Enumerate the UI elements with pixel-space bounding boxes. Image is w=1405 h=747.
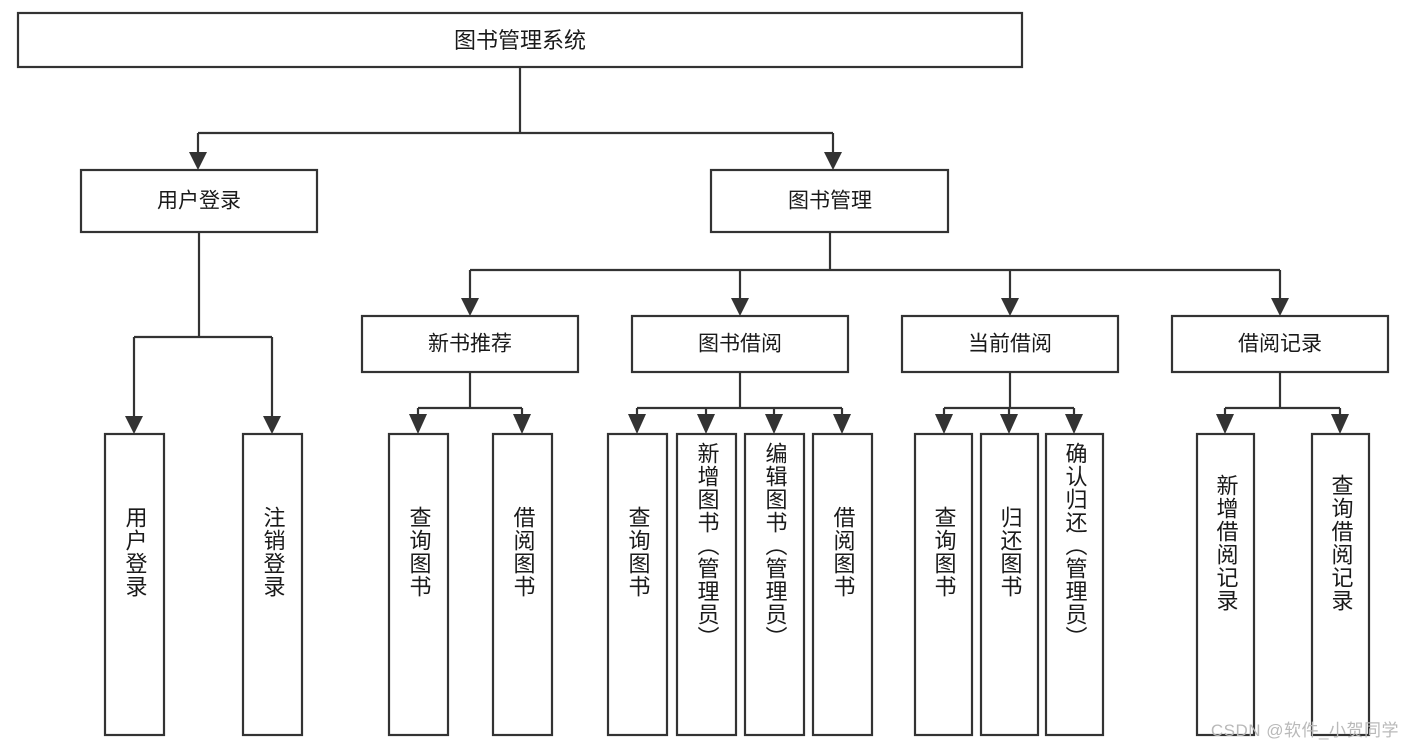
- leaf-bb-3-box: [811, 432, 874, 737]
- arrowhead-user-login: [189, 152, 207, 170]
- leaf-cb-1-box: [979, 432, 1040, 737]
- node-root[interactable]: 图书管理系统: [16, 11, 1024, 69]
- leaf-book-borrow-0[interactable]: [606, 432, 669, 737]
- node-new-book-recommend-label: 新书推荐: [428, 333, 512, 356]
- node-borrow-record-label: 借阅记录: [1238, 333, 1322, 356]
- leaf-book-borrow-1[interactable]: [675, 432, 738, 737]
- leaf-br-1-box: [1310, 432, 1371, 737]
- leaf-user-login-0-box: [103, 432, 166, 737]
- node-borrow-record-box: [1170, 314, 1390, 374]
- leaf-nbr-0-box: [387, 432, 450, 737]
- arrowhead-l3-3: [1271, 298, 1289, 316]
- node-book-manage-box: [709, 168, 950, 234]
- arrowhead-nbr-leaf-1: [513, 414, 531, 434]
- node-root-box: [16, 11, 1024, 69]
- arrowhead-l3-1: [731, 298, 749, 316]
- leaf-bb-1-box: [675, 432, 738, 737]
- node-book-borrow-box: [630, 314, 850, 374]
- leaf-user-login-1-box: [241, 432, 304, 737]
- leaf-nbr-1-box: [491, 432, 554, 737]
- leaf-current-borrow-2[interactable]: [1044, 432, 1105, 737]
- arrowhead-cb-leaf-0: [935, 414, 953, 434]
- arrowhead-br-leaf-0: [1216, 414, 1234, 434]
- leaf-cb-0-box: [913, 432, 974, 737]
- node-root-label: 图书管理系统: [454, 28, 586, 53]
- arrowhead-cb-leaf-2: [1065, 414, 1083, 434]
- arrowhead-l3-0: [461, 298, 479, 316]
- arrowhead-user-login-leaf-1: [263, 416, 281, 434]
- arrowhead-cb-leaf-1: [1000, 414, 1018, 434]
- leaf-current-borrow-1[interactable]: [979, 432, 1040, 737]
- arrowhead-bb-leaf-3: [833, 414, 851, 434]
- node-current-borrow[interactable]: 当前借阅: [900, 314, 1120, 374]
- arrowhead-l3-2: [1001, 298, 1019, 316]
- leaf-new-book-recommend-1[interactable]: [491, 432, 554, 737]
- node-book-borrow-label: 图书借阅: [698, 333, 782, 356]
- leaf-bb-2-box: [743, 432, 806, 737]
- node-new-book-recommend-box: [360, 314, 580, 374]
- arrowhead-bb-leaf-1: [697, 414, 715, 434]
- node-user-login[interactable]: 用户登录: [79, 168, 319, 234]
- node-book-manage-label: 图书管理: [788, 190, 872, 213]
- node-new-book-recommend[interactable]: 新书推荐: [360, 314, 580, 374]
- leaf-user-login-1[interactable]: [241, 432, 304, 737]
- node-current-borrow-box: [900, 314, 1120, 374]
- arrowhead-nbr-leaf-0: [409, 414, 427, 434]
- leaf-user-login-0[interactable]: [103, 432, 166, 737]
- leaf-new-book-recommend-0[interactable]: [387, 432, 450, 737]
- leaf-bb-0-box: [606, 432, 669, 737]
- arrowhead-user-login-leaf-0: [125, 416, 143, 434]
- node-borrow-record[interactable]: 借阅记录: [1170, 314, 1390, 374]
- arrowhead-br-leaf-1: [1331, 414, 1349, 434]
- node-current-borrow-label: 当前借阅: [968, 333, 1052, 356]
- leaf-cb-2-box: [1044, 432, 1105, 737]
- node-book-borrow[interactable]: 图书借阅: [630, 314, 850, 374]
- arrowhead-bb-leaf-0: [628, 414, 646, 434]
- leaf-current-borrow-0[interactable]: [913, 432, 974, 737]
- leaf-book-borrow-3[interactable]: [811, 432, 874, 737]
- node-book-manage[interactable]: 图书管理: [709, 168, 950, 234]
- watermark: CSDN @软件_小贺同学: [1210, 721, 1399, 740]
- leaf-borrow-record-1[interactable]: [1310, 432, 1371, 737]
- arrowhead-book-manage: [824, 152, 842, 170]
- arrowhead-bb-leaf-2: [765, 414, 783, 434]
- leaf-br-0-box: [1195, 432, 1256, 737]
- leaf-borrow-record-0[interactable]: [1195, 432, 1256, 737]
- leaf-book-borrow-2[interactable]: [743, 432, 806, 737]
- node-user-login-label: 用户登录: [157, 190, 241, 213]
